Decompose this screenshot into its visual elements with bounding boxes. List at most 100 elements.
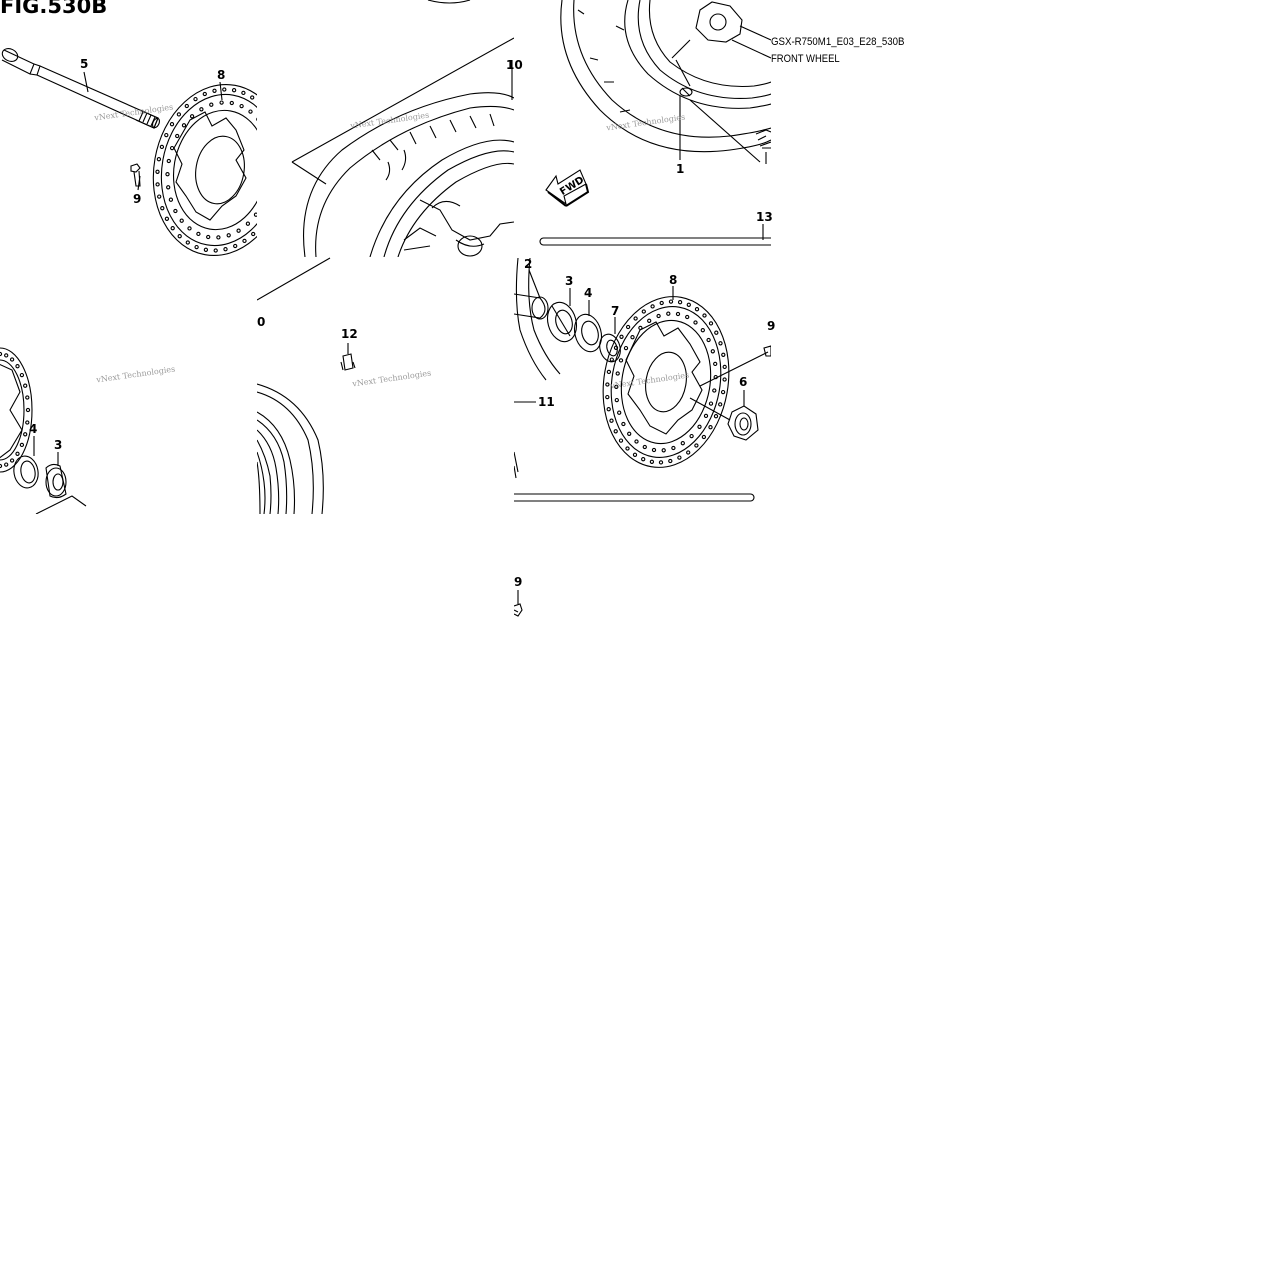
callout-number: 11	[538, 395, 555, 409]
disc-vent-hole	[638, 325, 643, 331]
disc-vent-hole	[615, 371, 620, 376]
disc-vent-hole	[618, 438, 624, 443]
disc-vent-hole	[634, 439, 639, 444]
disc-vent-hole	[700, 328, 705, 333]
disc-vent-hole	[642, 444, 647, 450]
front-axle	[1, 48, 160, 129]
callout-number: 4	[29, 422, 38, 436]
disc-vent-hole	[187, 226, 192, 231]
callout-number: 12	[341, 327, 358, 341]
disc-vent-hole	[159, 144, 165, 150]
disc-vent-hole	[718, 402, 723, 407]
disc-vent-hole	[694, 307, 700, 312]
disc-vent-hole	[212, 88, 217, 93]
disc-vent-hole	[19, 372, 25, 378]
axle-nut	[727, 405, 759, 441]
disc-vent-hole	[280, 179, 283, 182]
disc-vent-hole	[277, 192, 280, 195]
disc-vent-hole	[641, 457, 646, 462]
disc-vent-hole	[710, 349, 715, 354]
disc-vent-hole	[260, 224, 263, 227]
disc-vent-hole	[219, 100, 224, 105]
disc-vent-hole	[614, 384, 619, 390]
disc-vent-hole	[618, 358, 624, 363]
callout-number: 6	[739, 375, 748, 389]
disc-vent-hole	[266, 110, 269, 113]
disc-vent-hole	[668, 458, 673, 464]
disc-vent-hole	[236, 228, 241, 233]
callout-number: 4	[584, 286, 593, 300]
disc-vent-hole	[271, 164, 274, 167]
disc-vent-hole	[213, 248, 218, 253]
disc-vent-hole	[177, 234, 182, 239]
disc-vent-hole	[613, 345, 619, 350]
disc-vent-hole	[160, 206, 165, 211]
disc-vent-hole	[270, 151, 273, 154]
callout-number: 10	[506, 58, 523, 72]
disc-vent-hole	[697, 424, 702, 429]
disc-vent-hole	[708, 401, 714, 406]
disc-vent-hole	[270, 177, 273, 180]
tile-bearing-seal	[0, 347, 87, 514]
disc-vent-hole	[189, 114, 195, 119]
disc-vent-hole	[720, 389, 726, 395]
disc-vent-hole	[253, 212, 257, 217]
disc-vent-hole	[179, 218, 184, 223]
disc-vent-hole	[713, 361, 718, 367]
disc-vent-hole	[623, 345, 629, 351]
disc-vent-hole	[659, 300, 664, 306]
disc-vent-hole	[666, 311, 671, 316]
disc-vent-hole	[166, 158, 171, 164]
disc-holes	[605, 299, 727, 465]
disc-vent-hole	[169, 122, 175, 127]
disc-vent-hole	[605, 394, 610, 400]
disc-vent-hole	[614, 397, 619, 403]
disc-vent-hole	[630, 335, 635, 340]
disc-vent-hole	[632, 452, 638, 457]
disc-vent-hole	[268, 139, 271, 142]
disc-vent-hole	[266, 214, 269, 217]
disc-vent-hole	[239, 103, 244, 109]
disc-vent-hole	[233, 243, 238, 249]
callout-number: 1	[676, 162, 685, 176]
disc-vent-hole	[175, 133, 180, 139]
disc-vent-hole	[259, 102, 262, 105]
disc-vent-hole	[209, 102, 214, 107]
disc-vent-hole	[251, 231, 256, 237]
disc-vent-hole	[703, 413, 709, 419]
callout-number: 9	[767, 319, 776, 333]
disc-vent-hole	[649, 459, 655, 464]
disc-vent-hole	[222, 87, 227, 92]
disc-vent-hole	[229, 100, 234, 106]
disc-vent-hole	[619, 334, 624, 339]
disc-vent-hole	[661, 448, 666, 453]
disc-vent-hole	[701, 434, 707, 440]
model-code: GSX-R750M1_E03_E28_530B	[771, 36, 905, 48]
disc-vent-hole	[625, 446, 630, 451]
disc-vent-hole	[689, 433, 694, 439]
disc-vent-hole	[165, 172, 170, 177]
disc-vent-hole	[170, 226, 175, 231]
disc-vent-hole	[245, 221, 251, 226]
disc-vent-hole	[15, 364, 20, 369]
disc-vent-hole	[166, 185, 171, 190]
brake-disc	[152, 83, 257, 257]
disc-vent-hole	[641, 309, 646, 314]
disc-vent-hole	[4, 462, 9, 467]
callout-number: 0	[257, 315, 266, 329]
disc-vent-hole	[226, 233, 231, 238]
tile-tire-wheel	[291, 0, 514, 257]
disc-vent-hole	[0, 463, 3, 469]
disc-vent-hole	[203, 247, 209, 252]
disc-vent-hole	[693, 320, 698, 325]
disc-vent-hole	[625, 324, 631, 330]
disc-vent-hole	[0, 351, 3, 357]
disc-vent-hole	[686, 302, 691, 307]
disc-vent-hole	[168, 197, 174, 202]
figure-title: FIG.530B	[0, 0, 108, 18]
disc-vent-hole	[199, 107, 204, 112]
disc-vent-hole	[668, 299, 674, 304]
disc-vent-hole	[164, 132, 169, 138]
